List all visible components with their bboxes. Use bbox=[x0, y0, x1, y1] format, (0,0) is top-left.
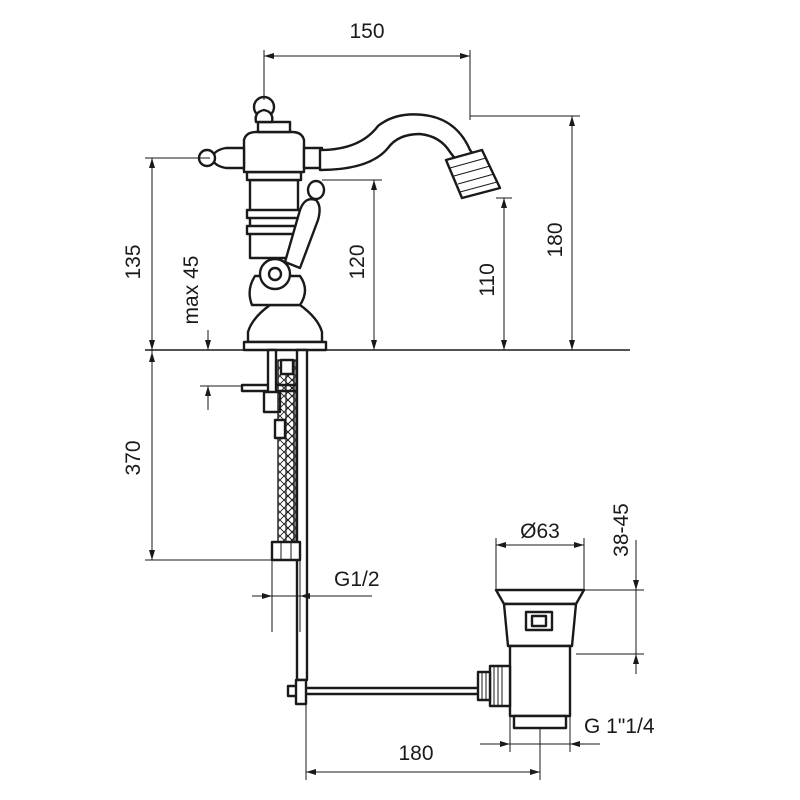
flexible-hoses bbox=[270, 358, 302, 562]
label-hose-length: 370 bbox=[122, 440, 145, 475]
dim-body-height bbox=[322, 179, 382, 350]
label-outlet-height: 110 bbox=[476, 263, 499, 296]
dim-hose-length bbox=[145, 350, 300, 561]
popup-waste bbox=[476, 588, 586, 730]
label-waste-thread: G 1"1/4 bbox=[584, 715, 655, 738]
label-waste-depth: 38-45 bbox=[610, 503, 633, 557]
dim-waste-thread bbox=[480, 716, 600, 752]
label-max-deck: max 45 bbox=[180, 256, 203, 325]
dim-max-deck bbox=[200, 330, 242, 410]
dim-rod-length bbox=[305, 704, 541, 780]
label-rod-length: 180 bbox=[398, 742, 433, 765]
label-inlet-thread: G1/2 bbox=[334, 568, 380, 591]
popup-rod bbox=[286, 678, 486, 706]
label-spout-height: 180 bbox=[544, 222, 567, 257]
label-waste-diameter: Ø63 bbox=[520, 520, 560, 543]
dim-spout-height bbox=[470, 115, 580, 350]
dim-spout-reach bbox=[263, 50, 471, 120]
label-handle-height: 135 bbox=[122, 244, 145, 279]
label-body-height: 120 bbox=[346, 244, 369, 279]
label-spout-reach: 150 bbox=[349, 20, 384, 43]
faucet-spout bbox=[318, 113, 502, 200]
mounting-fixing bbox=[240, 348, 309, 682]
dim-outlet-height bbox=[496, 197, 512, 350]
dim-handle-height bbox=[145, 157, 210, 350]
faucet-body bbox=[197, 95, 328, 352]
dim-waste-diameter bbox=[495, 538, 585, 590]
dim-waste-depth bbox=[576, 540, 644, 674]
dim-inlet-thread bbox=[252, 560, 372, 632]
